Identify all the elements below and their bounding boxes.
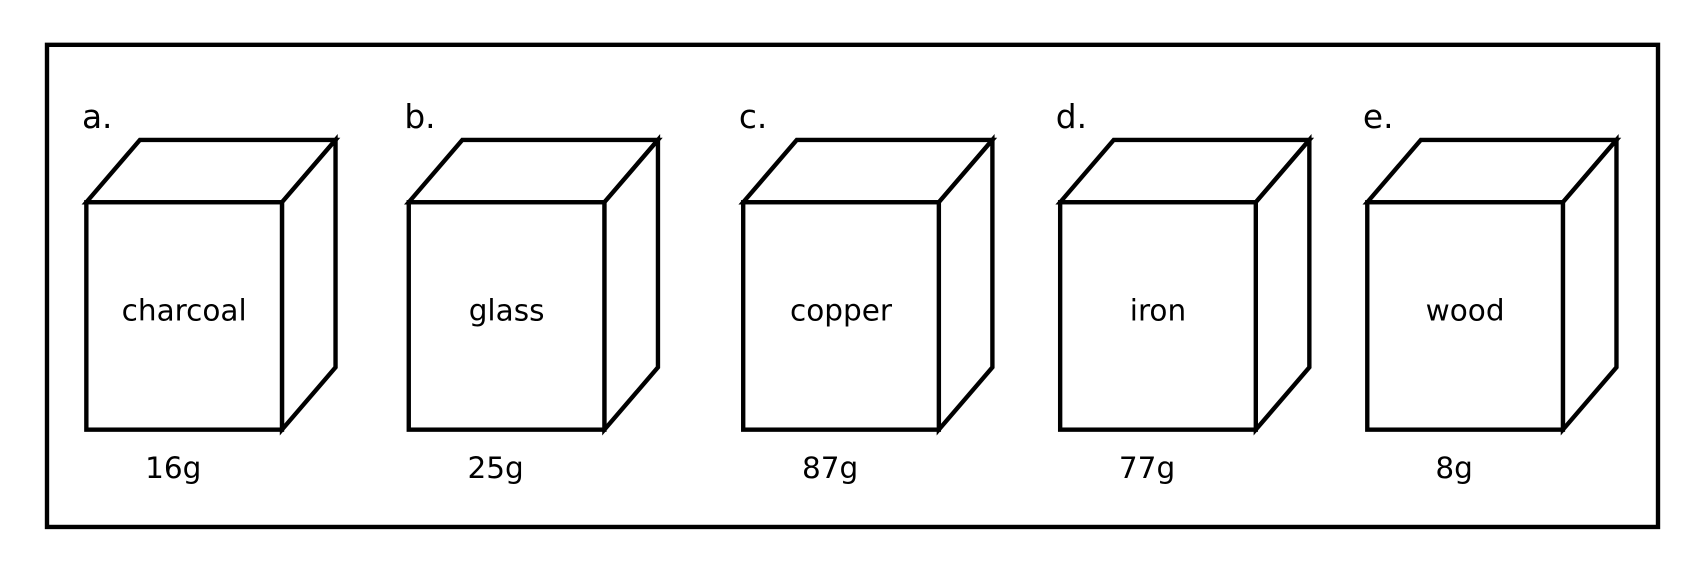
item-letter: c. (739, 98, 767, 136)
cube-item-glass: b. glass 25g (404, 98, 663, 485)
mass-label: 87g (802, 451, 858, 485)
cube-front-face (406, 200, 607, 432)
material-label: iron (1130, 293, 1186, 327)
material-label: wood (1426, 293, 1505, 327)
cube-item-copper: c. copper 87g (738, 98, 998, 485)
material-label: charcoal (122, 293, 247, 327)
mass-label: 77g (1119, 451, 1175, 485)
cube-item-wood: e. wood 8g (1362, 98, 1622, 485)
material-label: glass (469, 293, 545, 327)
outer-frame (44, 42, 1661, 530)
cube-front-face (1365, 200, 1566, 432)
cube-front-face (84, 200, 285, 432)
item-letter: a. (82, 98, 113, 136)
item-letter: e. (1363, 98, 1394, 136)
item-letter: d. (1056, 98, 1087, 136)
mass-label: 8g (1435, 451, 1472, 485)
material-label: copper (790, 293, 893, 327)
cube-group: a. charcoal 16g b. glass 25g c. copper 87g d. iron… (81, 98, 1622, 485)
cube-item-charcoal: a. charcoal 16g (81, 98, 341, 485)
mass-label: 25g (468, 451, 524, 485)
cube-item-iron: d. iron 77g (1055, 98, 1315, 485)
cube-front-face (741, 200, 942, 432)
item-letter: b. (404, 98, 435, 136)
cube-front-face (1057, 200, 1258, 432)
mass-label: 16g (145, 451, 201, 485)
